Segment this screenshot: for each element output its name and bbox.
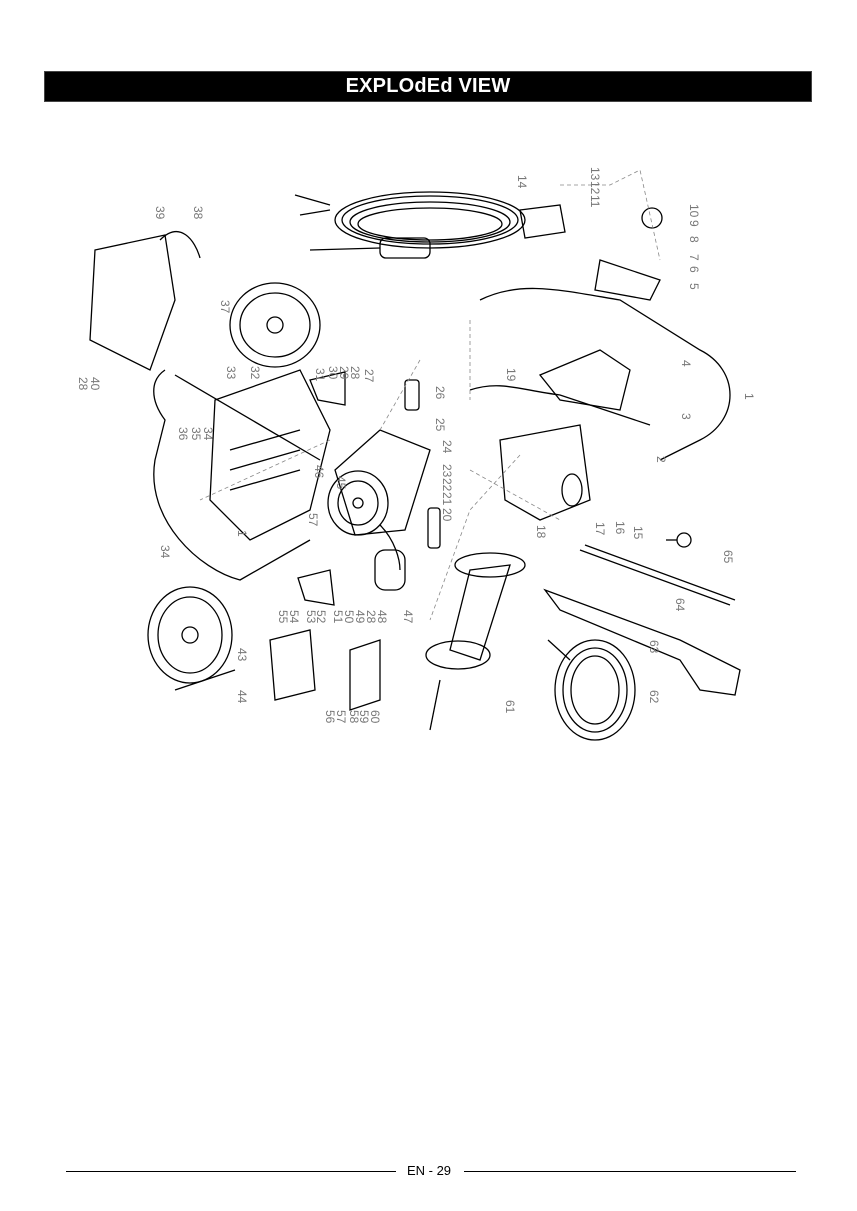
part-label: 38 [191, 206, 205, 220]
part-label: 31 [313, 368, 327, 382]
part-label: 22 [440, 478, 454, 492]
part-label: 26 [433, 386, 447, 400]
hose-holder [519, 204, 566, 239]
part-label: 34 [201, 427, 215, 441]
part-label: 55 [276, 610, 290, 624]
footer-rule-left [66, 1171, 396, 1172]
part-label: 32 [248, 366, 262, 380]
part-label: 53 [304, 610, 318, 624]
part-label: 2 [654, 456, 668, 463]
page-footer: EN - 29 [0, 1160, 857, 1184]
part-label: 58 [347, 710, 361, 724]
part-label: 28 [76, 377, 90, 391]
housing [499, 424, 591, 521]
part-label: 57 [306, 513, 320, 527]
hose-coil [547, 639, 636, 741]
capacitor [374, 549, 406, 591]
part-label: 18 [534, 525, 548, 539]
part-label: 40 [88, 377, 102, 391]
part-label: 5 [687, 283, 701, 290]
part-label: 30 [326, 366, 340, 380]
axle-pin [174, 669, 236, 691]
part-label: 8 [687, 236, 701, 243]
part-label: 39 [153, 206, 167, 220]
part-label: 54 [287, 610, 301, 624]
part-label: 28 [364, 610, 378, 624]
page-title: EXPLOdEd VIEW [345, 75, 511, 97]
base-chassis [209, 369, 331, 541]
page-number: EN - 29 [406, 1163, 452, 1178]
part-label: 49 [353, 610, 367, 624]
knob [641, 207, 663, 229]
part-label: 50 [342, 610, 356, 624]
part-label: 52 [314, 610, 328, 624]
part-label: 64 [673, 598, 687, 612]
part-label: 7 [687, 254, 701, 261]
part-label: 4 [679, 360, 693, 367]
section-title-bar: EXPLOdEd VIEW [44, 71, 812, 102]
main-frame [153, 369, 311, 581]
part-label: 36 [176, 427, 190, 441]
part-label: 51 [331, 610, 345, 624]
handle-tube-lower [469, 385, 651, 426]
part-label: 16 [613, 521, 627, 535]
wheel-bottom [147, 586, 233, 684]
part-label: 21 [440, 492, 454, 506]
part-label: 14 [515, 175, 529, 189]
part-label: 35 [189, 427, 203, 441]
switch-box [269, 629, 316, 701]
hose-reel [425, 552, 526, 731]
part-label: 3 [679, 413, 693, 420]
part-label: 10 [687, 204, 701, 218]
part-label: 9 [687, 220, 701, 227]
part-label: 57 [334, 710, 348, 724]
part-label: 45 [334, 476, 348, 490]
part-label: 13 [588, 167, 602, 181]
part-label: 62 [647, 690, 661, 704]
part-label: 48 [375, 610, 389, 624]
wheel-top [229, 282, 321, 368]
part-label: 37 [218, 300, 232, 314]
cover [538, 349, 631, 411]
part-label: 17 [593, 522, 607, 536]
part-label: 6 [687, 266, 701, 273]
part-label: 28 [348, 366, 362, 380]
part-label: 24 [440, 440, 454, 454]
power-cord [294, 191, 526, 259]
part-label: 27 [362, 369, 376, 383]
lance [579, 544, 736, 606]
part-label: 34 [158, 545, 172, 559]
part-label: 65 [721, 550, 735, 564]
part-label: 11 [588, 195, 602, 208]
part-label: 12 [588, 181, 602, 195]
part-label: 1 [235, 530, 249, 537]
nozzle-tip [676, 532, 692, 548]
part-label: 47 [401, 610, 415, 624]
footer-rule-right [464, 1171, 796, 1172]
spray-gun [543, 588, 741, 696]
switch-cover [349, 639, 381, 711]
part-label: 43 [235, 648, 249, 662]
part-label: 29 [337, 366, 351, 380]
motor [327, 429, 431, 536]
part-label: 33 [224, 366, 238, 380]
part-labels: 1 2 3 4 5 6 7 8 9 10 11 12 13 14 15 16 1… [76, 167, 756, 724]
part-label: 1 [742, 393, 756, 400]
part-label: 61 [503, 700, 517, 714]
part-label: 63 [647, 640, 661, 654]
part-label: 60 [368, 710, 382, 724]
detergent-tank [89, 234, 176, 371]
control-panel-bracket [594, 259, 661, 301]
part-label: 44 [235, 690, 249, 704]
part-label: 56 [323, 710, 337, 724]
part-label: 25 [433, 418, 447, 432]
part-label: 19 [504, 368, 518, 382]
part-label: 20 [440, 508, 454, 522]
part-label: 15 [631, 526, 645, 540]
part-label: 23 [440, 464, 454, 478]
top-handle-tube [479, 287, 731, 461]
part-label: 59 [357, 710, 371, 724]
part-label: 46 [312, 465, 326, 479]
